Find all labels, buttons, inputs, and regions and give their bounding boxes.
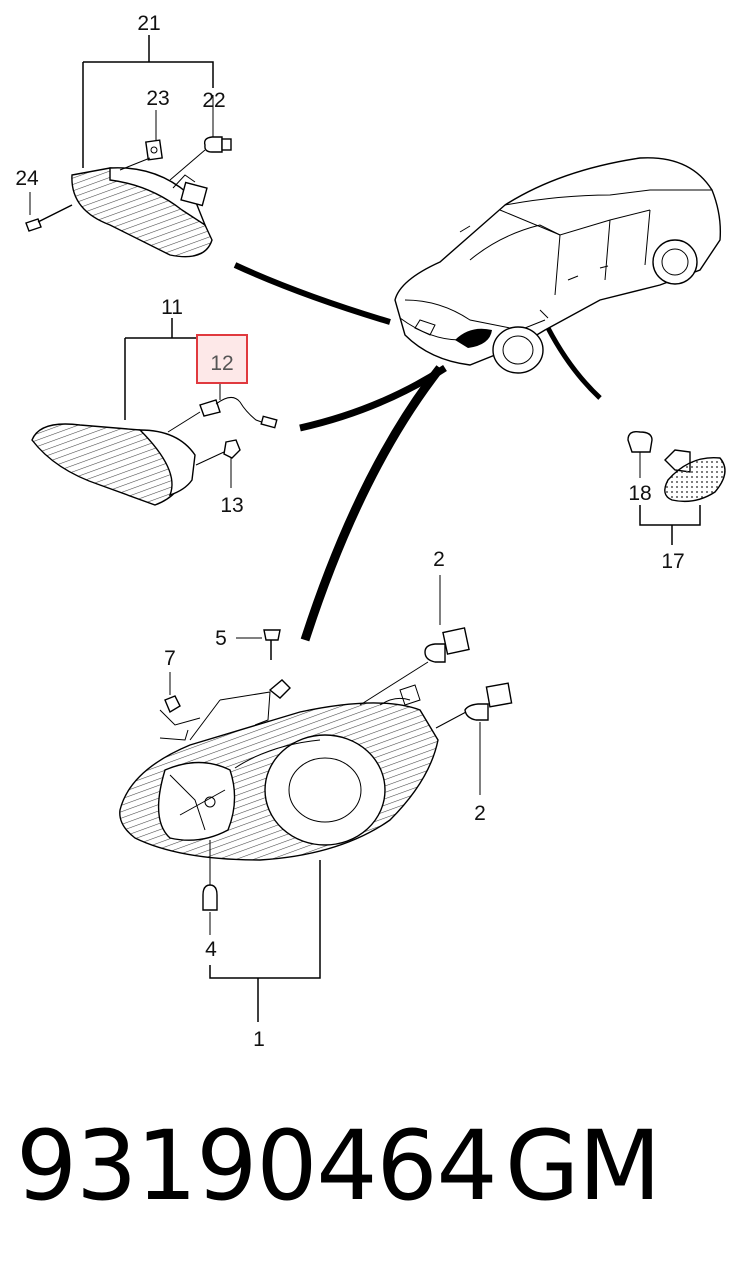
callout-13: 13 [220, 494, 243, 517]
callout-4: 4 [205, 938, 217, 961]
callout-11: 11 [161, 296, 183, 319]
callout-18: 18 [628, 482, 651, 505]
callout-17: 17 [661, 550, 684, 573]
callout-22: 22 [202, 89, 225, 112]
fog-lamp-assembly [31, 318, 278, 506]
callout-12: 12 [210, 352, 233, 375]
callout-24: 24 [15, 167, 39, 190]
callout-23: 23 [146, 87, 169, 110]
part-number: 93190464 [16, 1110, 498, 1222]
callout-2-top: 2 [433, 548, 445, 571]
turn-signal-lamp-assembly [25, 35, 232, 258]
headlamp-assembly [119, 575, 513, 1022]
callout-5: 5 [215, 627, 227, 650]
callout-21: 21 [137, 12, 160, 35]
leader-strokes [233, 262, 602, 642]
callout-1: 1 [253, 1028, 265, 1051]
side-repeater-assembly [627, 430, 726, 545]
callout-7: 7 [164, 647, 176, 670]
callout-labels: 21 23 22 24 11 12 13 18 17 2 5 7 2 4 1 [15, 12, 684, 1051]
callout-2-right: 2 [474, 802, 486, 825]
car-illustration [394, 157, 722, 374]
highlight-box-12[interactable] [196, 334, 248, 384]
brand-label: GM [505, 1110, 661, 1222]
